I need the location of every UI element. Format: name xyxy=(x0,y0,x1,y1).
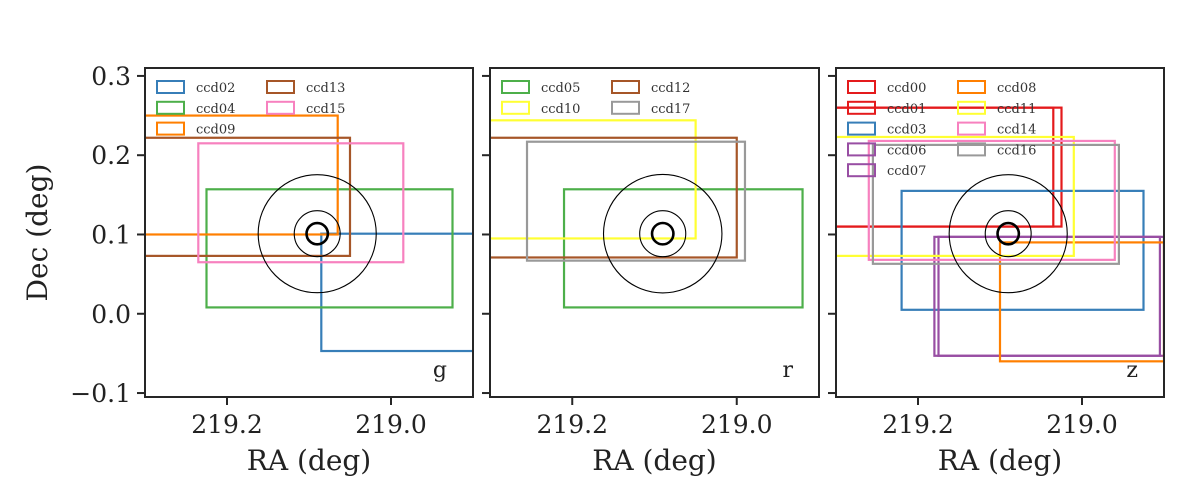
x-tick-label: 219.2 xyxy=(536,410,608,439)
legend-label-ccd03: ccd03 xyxy=(887,123,926,138)
legend-label-ccd12: ccd12 xyxy=(651,81,690,96)
x-axis-label: RA (deg) xyxy=(938,444,1062,477)
legend-swatch-ccd02 xyxy=(156,80,185,94)
legend-swatch-ccd14 xyxy=(957,121,986,136)
plot-area xyxy=(836,106,1164,363)
plot-area xyxy=(490,119,804,309)
axes-frame xyxy=(489,67,820,398)
radius-circle xyxy=(650,221,675,246)
legend-swatch-ccd01 xyxy=(847,100,876,115)
band-label: z xyxy=(1126,358,1138,383)
legend-swatch-ccd10 xyxy=(501,100,530,115)
y-tick-label: 0.3 xyxy=(91,62,131,91)
radius-circle xyxy=(293,210,341,258)
legend-label-ccd13: ccd13 xyxy=(306,81,345,96)
legend-label-ccd09: ccd09 xyxy=(196,123,235,138)
legend-swatch-ccd11 xyxy=(957,100,986,115)
legend-swatch-ccd15 xyxy=(266,100,295,115)
ccd-rect-ccd05 xyxy=(562,188,804,309)
ccd-rect-ccd14 xyxy=(867,139,1116,261)
legend-swatch-ccd03 xyxy=(847,121,876,136)
legend-label-ccd02: ccd02 xyxy=(196,81,235,96)
legend-label-ccd04: ccd04 xyxy=(196,102,235,117)
legend-swatch-ccd05 xyxy=(501,80,530,94)
ccd-rect-ccd11 xyxy=(836,135,1075,257)
legend-label-ccd16: ccd16 xyxy=(997,143,1036,158)
legend-swatch-ccd07 xyxy=(847,163,876,178)
axes-frame xyxy=(144,67,474,398)
band-label: r xyxy=(782,358,793,383)
ccd-rect-ccd09 xyxy=(145,114,339,236)
ccd-rect-ccd12 xyxy=(490,136,738,259)
x-tick-label: 219.0 xyxy=(1046,410,1118,439)
legend-label-ccd10: ccd10 xyxy=(541,102,580,117)
band-label: g xyxy=(433,358,447,383)
panel-r: 219.2 219.0 RA (deg) r ccd05 ccd10 ccd12 ccd17 xyxy=(482,67,820,477)
y-tick-label: −0.1 xyxy=(70,379,131,408)
legend-label-ccd01: ccd01 xyxy=(887,102,926,117)
legend-label-ccd08: ccd08 xyxy=(997,81,1036,96)
ccd-rect-ccd13 xyxy=(145,136,352,257)
radius-circle xyxy=(996,221,1021,246)
legend-label-ccd11: ccd11 xyxy=(997,102,1036,117)
legend: ccd05 ccd10 ccd12 ccd17 xyxy=(501,80,690,117)
legend-swatch-ccd17 xyxy=(611,100,640,115)
legend-swatch-ccd16 xyxy=(957,142,986,157)
legend-swatch-ccd06 xyxy=(847,142,876,157)
ccd-rect-ccd01 xyxy=(836,106,1063,228)
ccd-rect-ccd10 xyxy=(490,119,697,240)
legend: ccd02 ccd04 ccd09 ccd13 ccd15 xyxy=(156,80,345,138)
legend-label-ccd06: ccd06 xyxy=(887,143,926,158)
ccd-rect-ccd04 xyxy=(205,188,454,309)
y-tick-label: 0.2 xyxy=(91,141,131,170)
legend-label-ccd14: ccd14 xyxy=(997,123,1036,138)
x-axis-label: RA (deg) xyxy=(247,444,371,477)
y-tick-label: 0.1 xyxy=(91,220,131,249)
legend-label-ccd15: ccd15 xyxy=(306,102,345,117)
panel-g: 219.2 219.0 −0.1 0.0 0.1 0.2 0.3 RA (deg) Dec (d… xyxy=(21,62,474,477)
x-tick-label: 219.2 xyxy=(882,410,954,439)
y-tick-label: 0.0 xyxy=(91,300,131,329)
legend-swatch-ccd04 xyxy=(156,100,185,115)
ccd-rect-ccd06 xyxy=(933,235,1162,357)
legend-label-ccd05: ccd05 xyxy=(541,81,580,96)
radius-circle xyxy=(948,174,1068,294)
legend-swatch-ccd00 xyxy=(847,80,876,94)
ccd-rect-ccd07 xyxy=(937,235,1164,357)
ccd-rect-ccd16 xyxy=(871,143,1121,265)
ccd-rect-ccd17 xyxy=(525,140,747,262)
radius-circle xyxy=(257,174,377,294)
legend-label-ccd17: ccd17 xyxy=(651,102,690,117)
ccd-rect-ccd15 xyxy=(197,142,405,264)
legend-swatch-ccd13 xyxy=(266,80,295,94)
x-axis-label: RA (deg) xyxy=(592,444,716,477)
radius-circle xyxy=(984,210,1032,258)
legend-label-ccd00: ccd00 xyxy=(887,81,926,96)
ccd-rect-ccd08 xyxy=(998,241,1164,363)
radius-circle xyxy=(305,221,330,246)
radius-circle xyxy=(639,210,687,258)
plot-area xyxy=(145,114,473,353)
radius-circle xyxy=(602,173,723,294)
legend-swatch-ccd09 xyxy=(156,121,185,136)
legend-label-ccd07: ccd07 xyxy=(887,164,926,179)
x-tick-label: 219.0 xyxy=(701,410,773,439)
axes-frame xyxy=(835,67,1165,398)
x-tick-label: 219.2 xyxy=(191,410,263,439)
legend-swatch-ccd12 xyxy=(611,80,640,94)
y-axis-label: Dec (deg) xyxy=(21,164,54,302)
ccd-rect-ccd03 xyxy=(900,189,1145,311)
legend: ccd00 ccd01 ccd03 ccd06 ccd07 ccd08 ccd11 ccd14… xyxy=(847,80,1036,179)
x-tick-label: 219.0 xyxy=(355,410,427,439)
legend-swatch-ccd08 xyxy=(957,80,986,94)
